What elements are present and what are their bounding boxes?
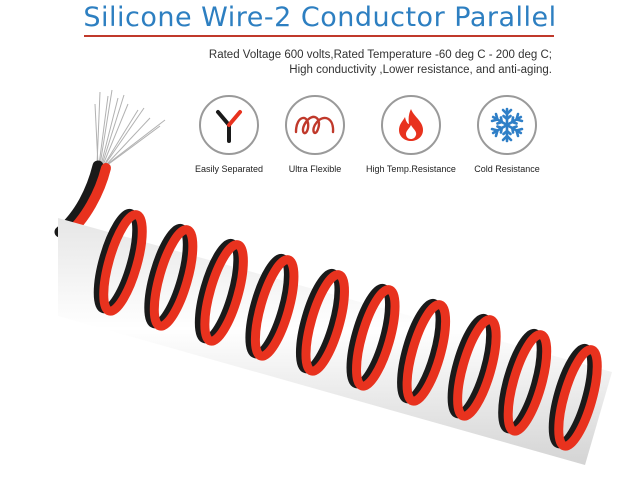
feature-label: High Temp.Resistance — [366, 164, 456, 174]
coil-loop — [200, 240, 248, 346]
feature-ultra-flexible: Ultra Flexible — [260, 95, 370, 174]
feature-cold-resistance: Cold Resistance — [452, 95, 562, 174]
coil-loop — [250, 255, 299, 361]
coil-loop — [554, 345, 602, 451]
feature-label: Cold Resistance — [474, 164, 540, 174]
stripped-strands — [94, 89, 166, 167]
coil-loop — [453, 315, 501, 421]
coil-icon — [285, 95, 345, 155]
feature-easily-separated: Easily Separated — [174, 95, 284, 174]
coil-loop — [503, 330, 552, 436]
coil-loop — [99, 210, 147, 316]
feature-label: Easily Separated — [194, 164, 264, 174]
flame-icon — [381, 95, 441, 155]
spec-line-voltage-temperature: Rated Voltage 600 volts,Rated Temperatur… — [208, 49, 552, 61]
coil-loop — [149, 225, 198, 331]
feature-label: Ultra Flexible — [288, 164, 342, 174]
product-title: Silicone Wire-2 Conductor Parallel — [83, 2, 557, 33]
coil-loop — [352, 285, 400, 391]
split-wire-icon — [199, 95, 259, 155]
feature-high-temp-resistance: High Temp.Resistance — [356, 95, 466, 174]
wire-coils — [93, 208, 602, 451]
spec-line-conductivity: High conductivity ,Lower resistance, and… — [289, 64, 552, 76]
spec-text: Rated Voltage 600 volts,Rated Temperatur… — [112, 48, 552, 78]
title-underline — [84, 35, 554, 37]
coil-loop — [402, 300, 451, 406]
snowflake-icon — [477, 95, 537, 155]
coil-loop — [301, 270, 349, 376]
